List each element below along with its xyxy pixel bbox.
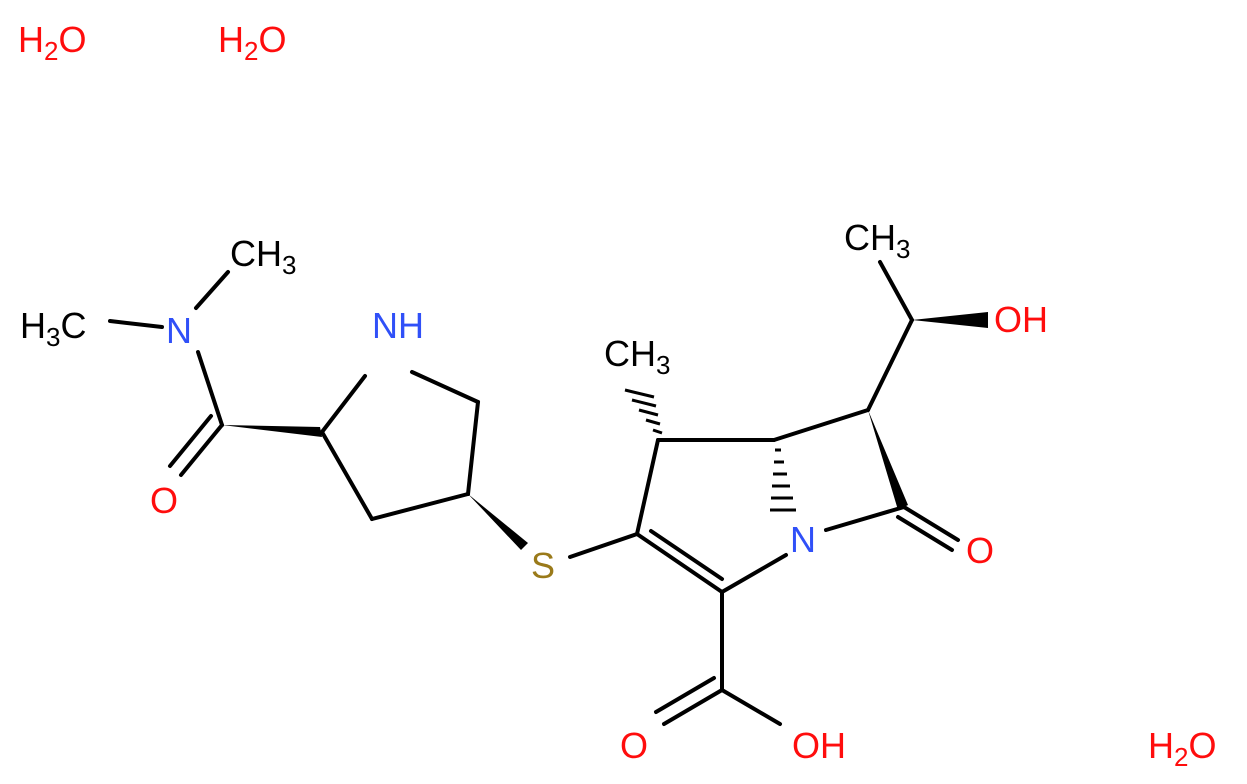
- nh-ring-n-label: N: [372, 305, 398, 346]
- bond-choh-ch3: [878, 260, 914, 322]
- ch3-mid-label: CH3: [604, 333, 670, 380]
- wedge-bond-c4-s: [468, 494, 528, 550]
- bond-c2-n1: [320, 374, 367, 434]
- bond-cooh-o-2: [654, 676, 716, 714]
- bond-c2-n: [720, 553, 788, 594]
- wedge-bond-carbonyl-c2: [222, 425, 322, 437]
- bond-c5-c6: [772, 408, 870, 442]
- water-2-label: H2O: [218, 19, 286, 66]
- o-acid-label: O: [620, 725, 648, 766]
- s-label: S: [531, 545, 555, 586]
- wedge-bond-choh-oh: [912, 312, 988, 328]
- bond-c3-c2: [320, 430, 374, 521]
- oh-acid-label: OH: [792, 725, 846, 766]
- water-1-label: H2O: [18, 19, 86, 66]
- bond-c5-c4: [466, 400, 480, 496]
- bond-n-c7: [824, 505, 906, 532]
- n-bicyclic-label: N: [790, 519, 816, 560]
- bond-c4-c3: [370, 492, 470, 521]
- hash-bond-c4-ch3: [624, 388, 663, 435]
- water-3-label: H2O: [1148, 725, 1216, 772]
- bond-c3-c2-double-b: [649, 529, 724, 581]
- hash-bond-c5-n: [770, 448, 796, 512]
- bond-n1-c5: [410, 370, 480, 404]
- ch3-top-label: CH3: [230, 233, 296, 280]
- bond-carbonyl-o-1: [179, 423, 224, 477]
- bond-n-ch3-left: [108, 319, 164, 329]
- h3c-left-label: H3C: [20, 305, 86, 352]
- bond-cooh-oh: [720, 688, 782, 726]
- wedge-bond-c6-c7: [868, 410, 908, 510]
- bond-s-c3-bicyclic: [568, 532, 639, 559]
- bond-c3-c2-double-a: [635, 532, 724, 594]
- o-lactam-label: O: [966, 530, 994, 571]
- ch3-right-label: CH3: [844, 217, 910, 264]
- oh-side-label: OH: [994, 299, 1048, 340]
- bond-c7-o-2: [896, 515, 954, 552]
- bond-c6-choh: [866, 318, 914, 412]
- bond-c3-c4: [635, 438, 660, 536]
- o-amide-label: O: [150, 480, 178, 521]
- bond-carbonyl-o-2: [168, 414, 213, 468]
- n-amide-label: N: [166, 310, 192, 351]
- bond-cooh-o-1: [662, 688, 724, 726]
- nh-ring-h-label: H: [398, 305, 424, 346]
- bond-c7-o-1: [902, 505, 960, 542]
- bond-n-ch3-top: [194, 270, 230, 310]
- bond-n-carbonyl: [196, 350, 224, 427]
